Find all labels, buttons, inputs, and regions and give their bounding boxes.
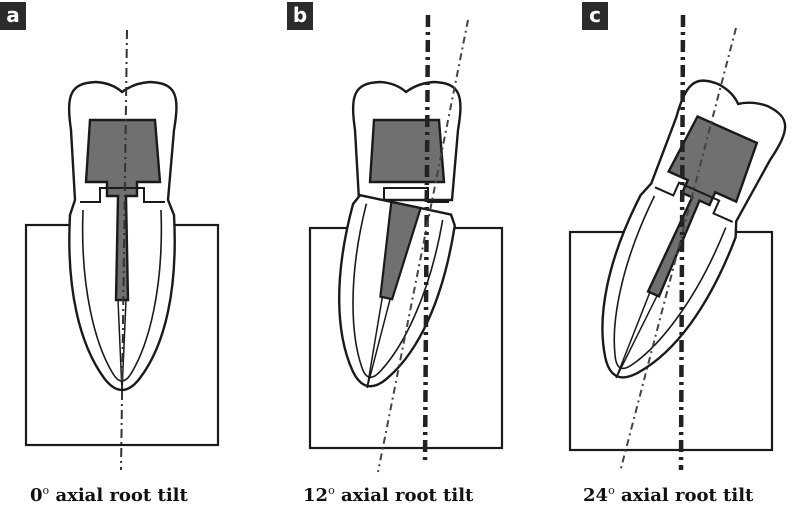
panel-label-a: a	[0, 2, 26, 30]
tooth-diagram-a	[24, 29, 220, 471]
root-canal	[366, 296, 391, 389]
tooth-diagram-c	[568, 14, 787, 473]
tilt-value-a: 0	[30, 485, 43, 506]
tilt-value-c: 24	[583, 485, 609, 506]
post-and-core	[646, 114, 759, 298]
core	[368, 118, 446, 184]
tilt-value-b: 12	[303, 485, 329, 506]
panel-label-c: c	[582, 2, 608, 30]
degree-sign: o	[42, 484, 50, 497]
tooth-group	[67, 80, 178, 393]
tooth-diagram-b	[308, 14, 504, 473]
shoulder-step	[80, 187, 165, 203]
panel-b: b 12o axial root tilt	[270, 0, 530, 523]
caption-a: 0o axial root tilt	[30, 484, 188, 506]
shoulder-step	[654, 181, 734, 223]
degree-sign: o	[608, 484, 615, 497]
caption-text-a: axial root tilt	[55, 485, 188, 506]
caption-text-c: axial root tilt	[620, 485, 754, 506]
caption-text-b: axial root tilt	[340, 485, 474, 506]
post-and-core	[84, 118, 162, 302]
caption-b: 12o axial root tilt	[303, 484, 473, 506]
panel-c: c 24o axial root tilt	[540, 0, 794, 523]
tooth-group	[601, 79, 787, 379]
vertical-axis	[678, 14, 686, 471]
caption-c: 24o axial root tilt	[583, 484, 753, 506]
crown-axis	[422, 14, 431, 466]
post	[379, 200, 423, 301]
root-canal	[615, 292, 658, 379]
panel-label-b: b	[287, 2, 313, 30]
panel-a: a 0o axial root tilt	[0, 0, 260, 523]
degree-sign: o	[328, 484, 335, 497]
tooth-long-axis	[120, 29, 128, 471]
